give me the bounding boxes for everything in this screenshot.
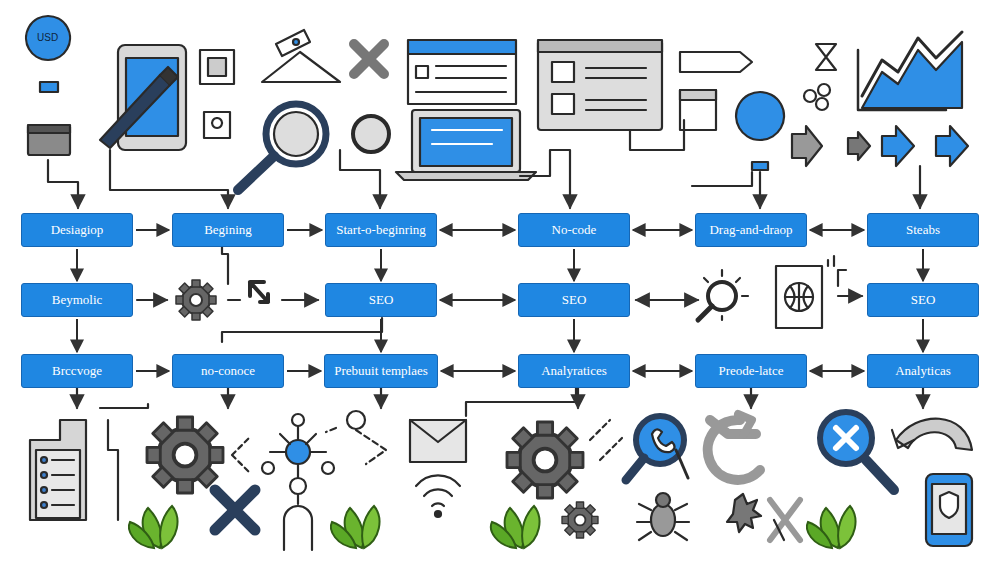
box-label: Preode-latce [719,364,784,379]
box-label: Start-o-beginring [336,223,426,238]
connector-arrow [136,370,169,372]
connector-arrow [440,299,515,301]
process-box: Preode-latce [695,354,807,388]
process-box: Analyratices [518,354,630,388]
connector-arrow [76,249,78,281]
box-label: no-conoce [201,364,255,379]
connector-arrow [136,229,169,231]
connector-arrow [440,229,515,231]
box-label: Drag-and-draop [709,223,792,238]
box-label: Begining [204,223,252,238]
box-label: No-code [552,223,597,238]
connector-arrow [922,319,924,352]
box-label: Desiagiop [51,223,104,238]
box-label: Prebuuit templaes [334,364,428,379]
box-label: Beymolic [52,293,103,308]
process-box: no-conoce [172,354,284,388]
process-box: Analyticas [867,354,979,388]
connector-arrow [287,229,322,231]
process-box: Drag-and-draop [695,213,807,247]
process-box: Steabs [867,213,979,247]
connector-arrow [633,370,692,372]
process-box: SEO [518,283,630,317]
box-label: Analyticas [895,364,951,379]
process-box: Beymolic [21,283,133,317]
bulb-label: USD [37,32,58,43]
box-label: Analyratices [541,364,607,379]
box-label: Brccvoge [52,364,102,379]
process-box: Start-o-beginring [325,213,437,247]
process-box: Desiagiop [21,213,133,247]
connector-arrow [380,319,382,352]
box-label: SEO [369,293,394,308]
connector-arrow [633,229,692,231]
process-box: Begining [172,213,284,247]
box-label: SEO [562,293,587,308]
process-box: No-code [518,213,630,247]
process-box: SEO [325,283,437,317]
box-label: SEO [911,293,936,308]
process-box: Prebuuit templaes [324,354,438,388]
connector-arrow [287,370,321,372]
connector-arrow [922,249,924,281]
connector-arrow [441,370,515,372]
connector-arrow [573,249,575,281]
process-box: Brccvoge [21,354,133,388]
connector-arrow [76,319,78,352]
connector-arrow [573,319,575,352]
connector-arrow [810,370,864,372]
connector-arrow [380,249,382,281]
box-label: Steabs [906,223,940,238]
process-box: SEO [867,283,979,317]
connector-arrow [810,229,864,231]
